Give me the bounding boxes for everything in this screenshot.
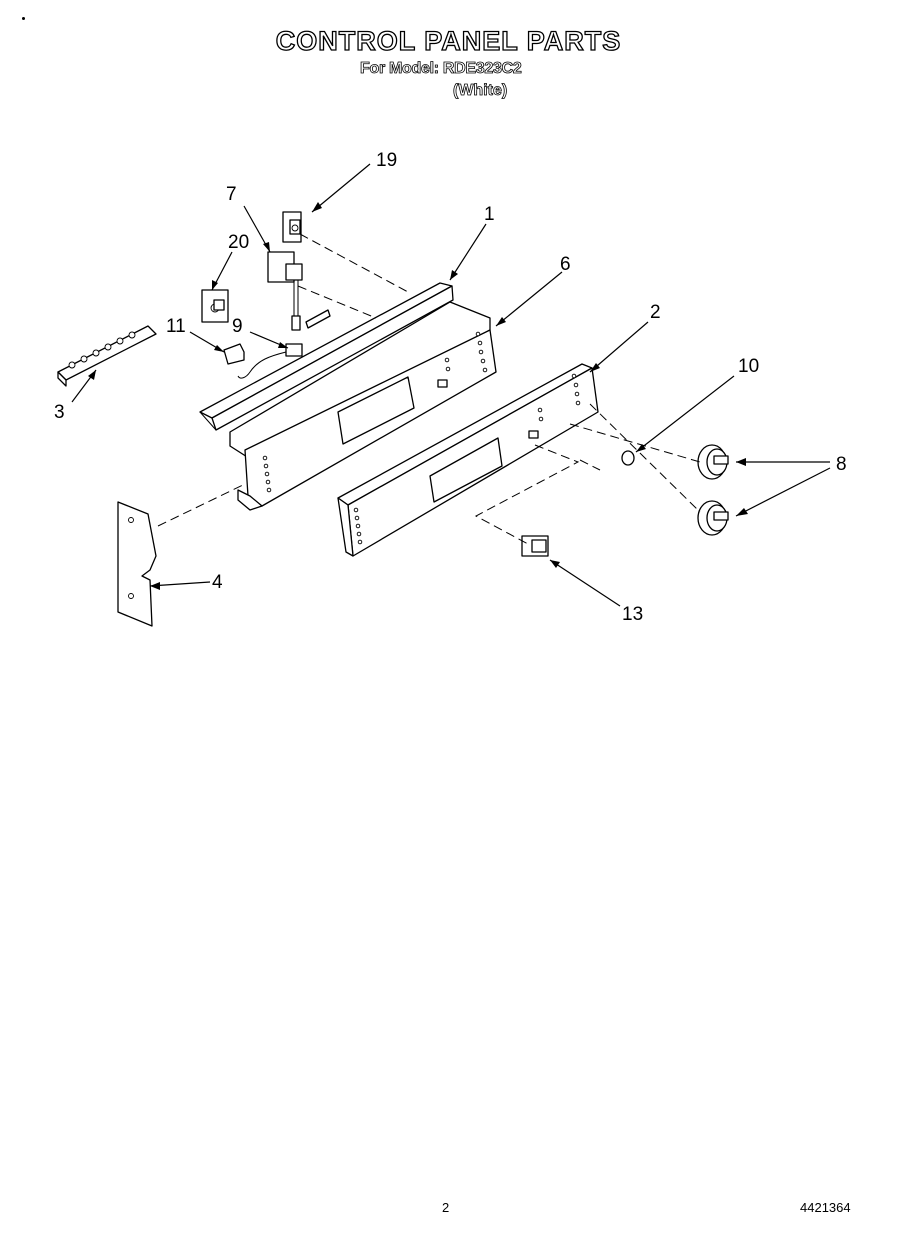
part-11-clip[interactable]: [223, 343, 245, 365]
callout-3: 3: [54, 402, 65, 423]
page-title: CONTROL PANEL PARTS: [275, 25, 622, 56]
page-number: 2: [442, 1200, 450, 1215]
part-6-holes-right: [444, 331, 488, 373]
part-2-holes-left: [353, 507, 363, 545]
callout-7: 7: [226, 184, 237, 205]
callout-2: 2: [650, 302, 661, 323]
part-13-rocker-switch[interactable]: [521, 535, 549, 557]
part-6-control-panel[interactable]: [229, 301, 497, 511]
callout-4: 4: [212, 572, 223, 593]
part-4-side-bracket[interactable]: [117, 501, 157, 627]
callout-1: 1: [484, 204, 495, 225]
callout-11: 11: [166, 316, 186, 337]
callout-9: 9: [232, 316, 243, 337]
part-8-knob-lower[interactable]: [697, 500, 729, 536]
callout-20: 20: [228, 232, 249, 253]
callout-labels: 19 7 20 1 6 2 10 8 13 4 3 11 9: [54, 150, 847, 625]
color-variant: (White): [453, 82, 508, 100]
part-2-panel-overlay[interactable]: [337, 363, 599, 557]
part-1-panel-trim[interactable]: [199, 282, 454, 431]
model-line: For Model: RDE323C2: [360, 60, 523, 78]
part-7-infinite-switch[interactable]: [267, 251, 331, 331]
leader-lines: [71, 163, 831, 607]
part-20-switch[interactable]: [201, 289, 229, 323]
part-9-indicator-light[interactable]: [237, 343, 303, 379]
part-10-knob-insert[interactable]: [621, 450, 635, 466]
document-number: 4421364: [800, 1200, 851, 1215]
callout-19: 19: [376, 150, 397, 171]
speck-mark: [22, 17, 25, 20]
part-8-knob-upper[interactable]: [697, 444, 729, 480]
part-2-holes-right: [537, 373, 581, 422]
part-6-holes-left: [262, 455, 272, 493]
callout-8: 8: [836, 454, 847, 475]
part-3-terminal-block[interactable]: [57, 325, 157, 387]
part-19-switch[interactable]: [282, 211, 302, 243]
callout-6: 6: [560, 254, 571, 275]
alignment-lines: [157, 233, 701, 545]
callout-13: 13: [622, 604, 643, 625]
callout-10: 10: [738, 356, 759, 377]
